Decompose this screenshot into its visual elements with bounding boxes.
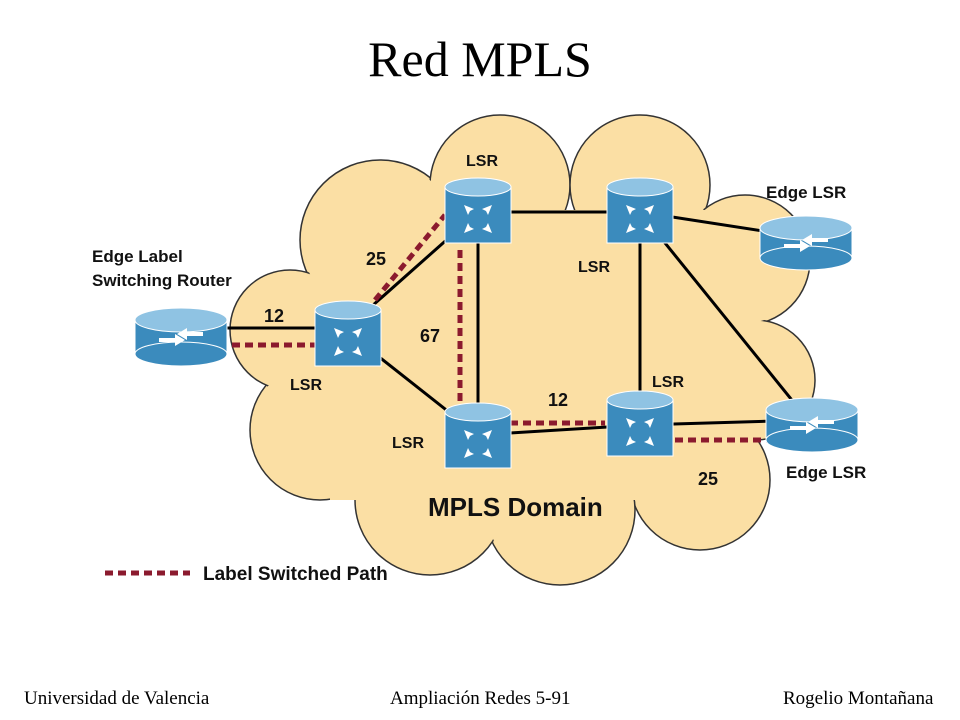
path-label-3: 67 [420, 326, 440, 346]
path-label-1: 12 [264, 306, 284, 326]
footer-right: Rogelio Montañana [783, 688, 934, 709]
label-switched-path [180, 213, 768, 443]
footer-center: Ampliación Redes 5-91 [390, 688, 571, 709]
path-label-5: 25 [698, 469, 718, 489]
lsr-label-1: LSR [290, 377, 322, 394]
lsr-label-2: LSR [466, 153, 498, 170]
lsr-router-1 [314, 300, 382, 367]
domain-label: MPLS Domain [428, 492, 603, 522]
footer-left: Universidad de Valencia [24, 688, 210, 709]
edge-lsr-label-top: Edge LSR [766, 183, 846, 202]
edge-router-label-line2: Switching Router [92, 271, 232, 290]
lsr-label-5: LSR [392, 435, 424, 452]
edge-lsr-label-bottom: Edge LSR [786, 463, 866, 482]
lsr-router-3 [606, 177, 674, 244]
link-lsr3-edge3 [638, 211, 810, 421]
lsr-label-4: LSR [652, 374, 684, 391]
lsr-router-5 [444, 402, 512, 469]
edge-router-top-right [759, 215, 853, 271]
lsp-segment-2 [373, 213, 447, 302]
path-label-2: 25 [366, 249, 386, 269]
legend-label: Label Switched Path [203, 564, 388, 585]
lsr-router-2 [444, 177, 512, 244]
edge-router-left [134, 307, 228, 367]
edge-router-bottom-right [765, 397, 859, 453]
edge-router-label-line1: Edge Label [92, 247, 183, 266]
page-title: Red MPLS [368, 31, 592, 87]
lsr-label-3: LSR [578, 259, 610, 276]
path-label-4: 12 [548, 390, 568, 410]
lsr-router-4 [606, 390, 674, 457]
